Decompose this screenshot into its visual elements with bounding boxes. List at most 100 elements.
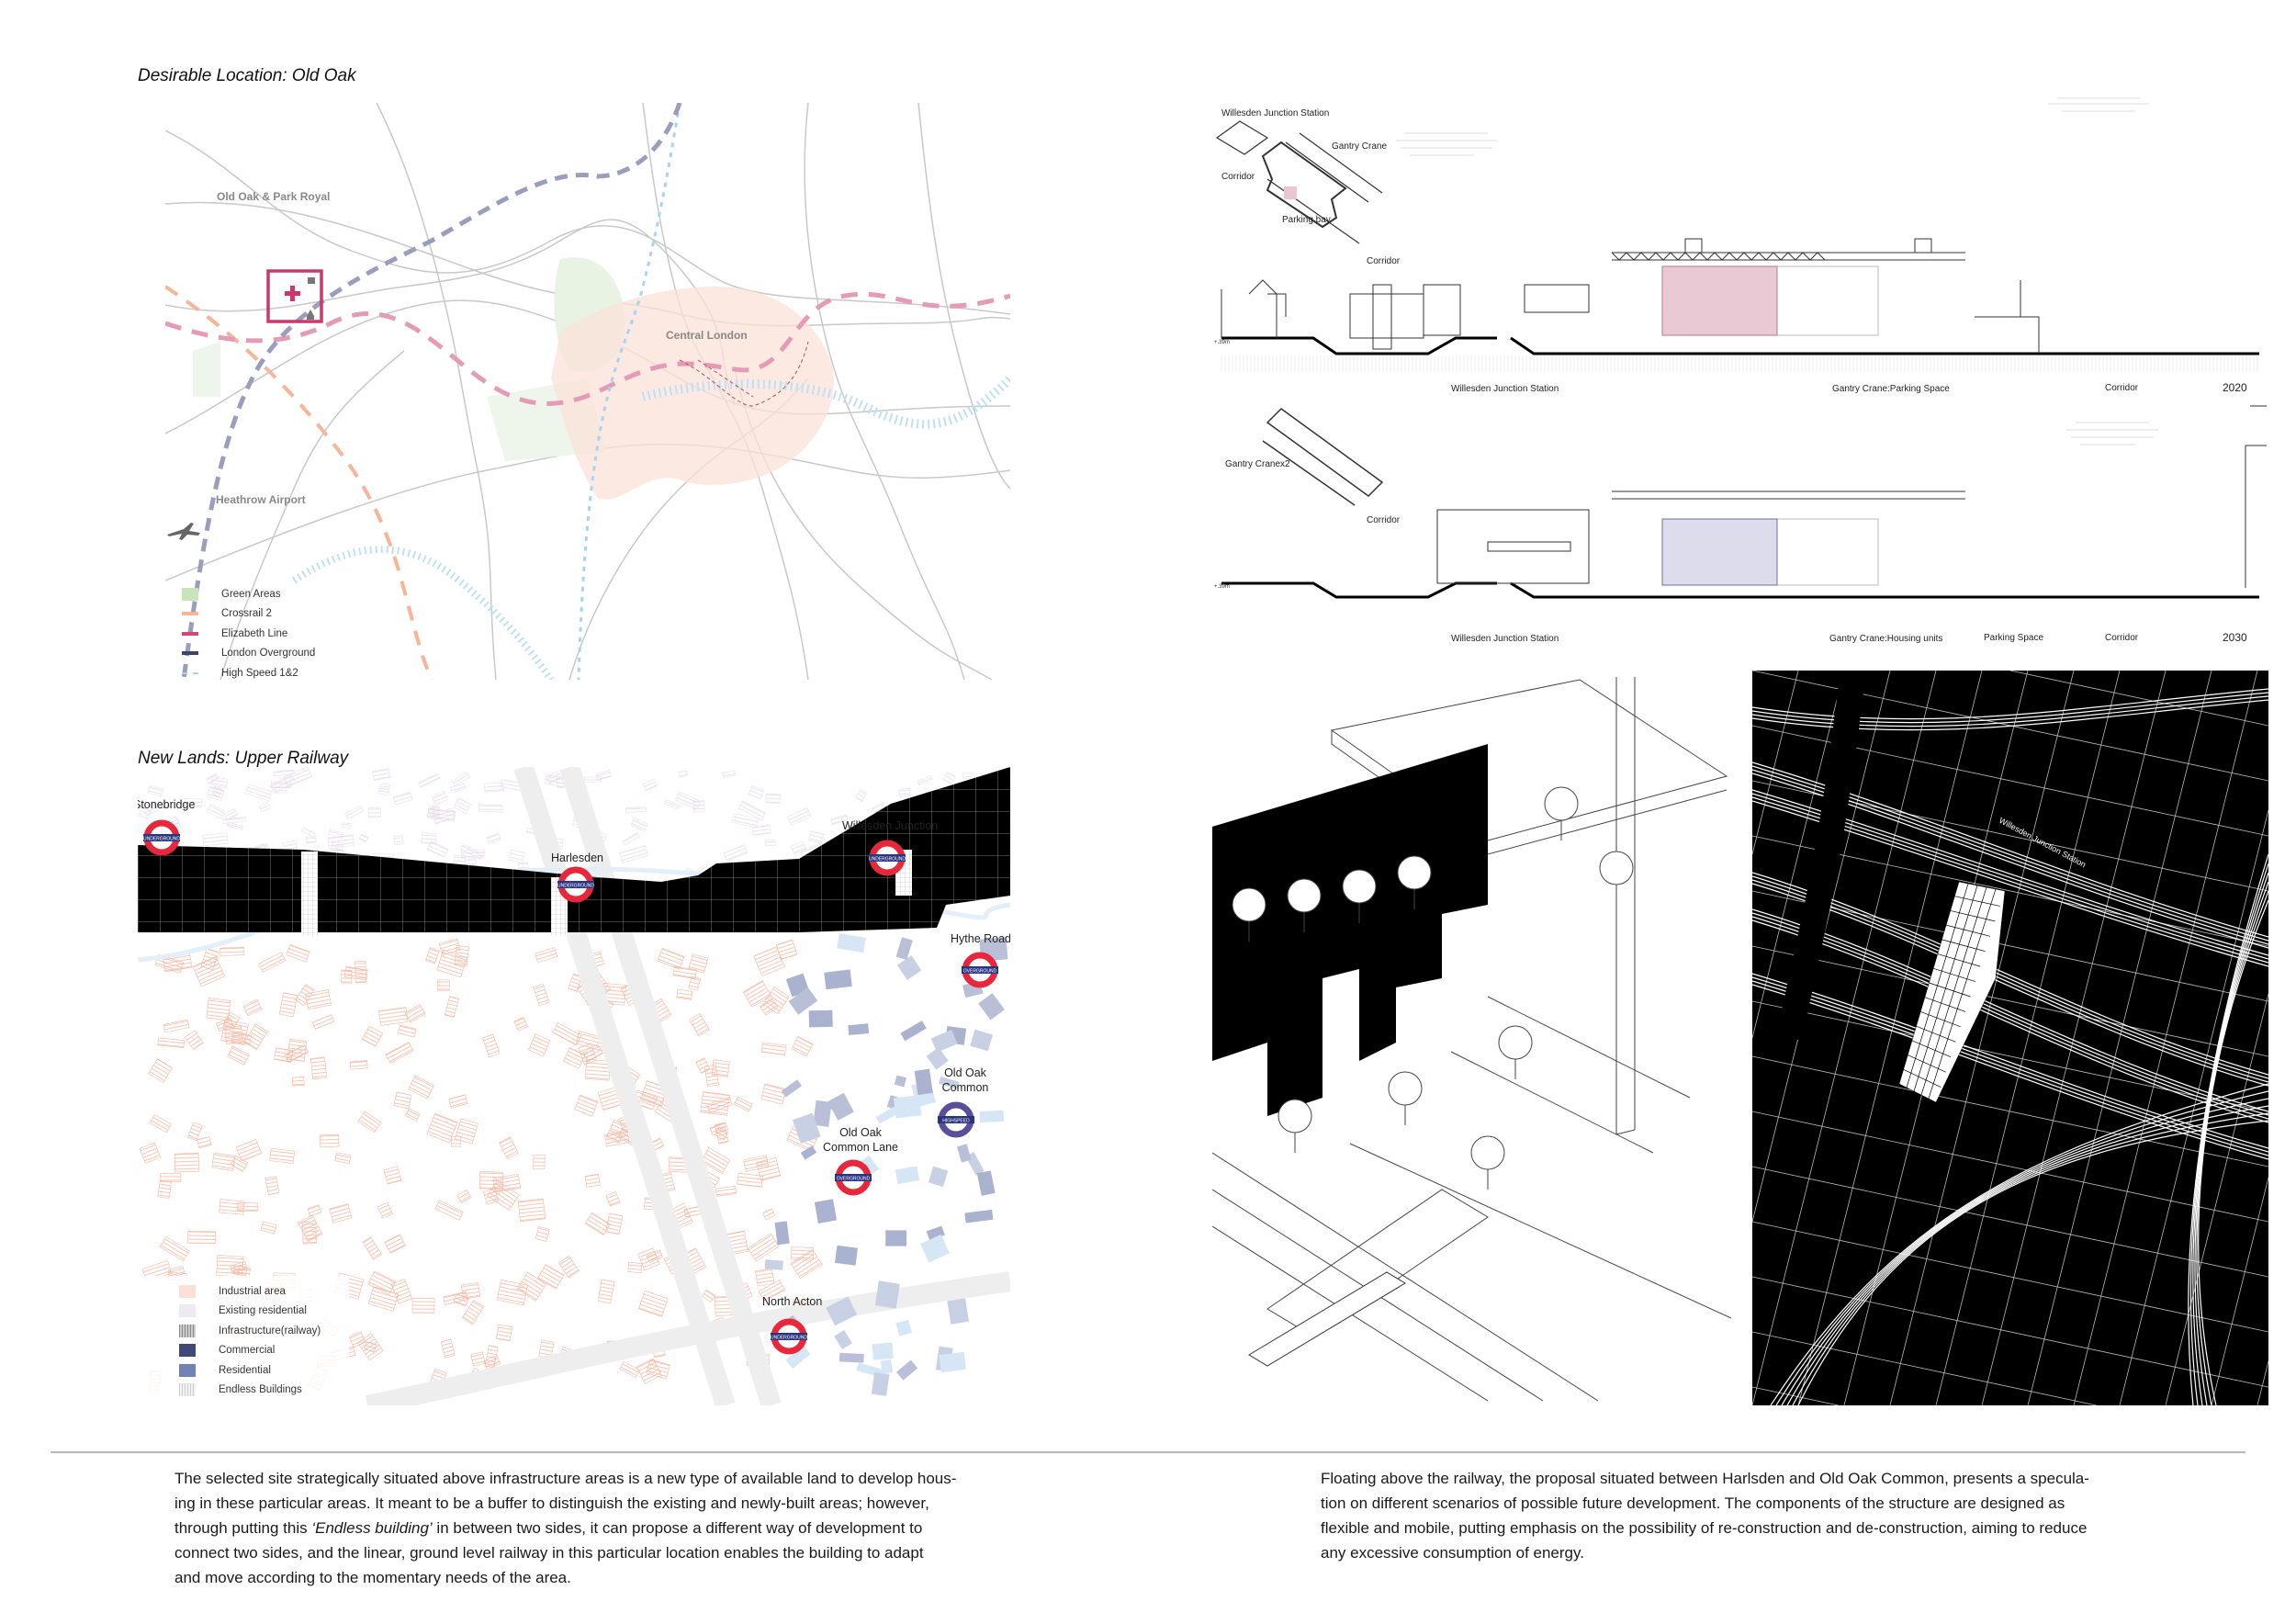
text-span: through putting this <box>174 1519 312 1537</box>
industrial-building <box>528 1033 551 1057</box>
residential-building <box>432 807 456 825</box>
industrial-building <box>499 1136 519 1159</box>
industrial-building <box>264 1176 280 1196</box>
residential-building <box>258 802 272 813</box>
residential-building <box>222 817 247 824</box>
industrial-building <box>362 1025 384 1047</box>
industrial-building <box>535 947 558 964</box>
industrial-building <box>496 1280 528 1306</box>
cloud-ornament <box>1396 97 2149 156</box>
residential-building <box>622 832 640 846</box>
label-gantry-crane: Gantry Crane <box>1332 141 1388 152</box>
residential-building <box>731 813 759 829</box>
tower-block <box>1898 881 2006 1103</box>
residential-building <box>830 814 849 826</box>
industrial-building <box>470 1351 486 1367</box>
industrial-building <box>405 1108 421 1122</box>
text-span: in between two sides, it can propose a d… <box>432 1519 923 1537</box>
description-line: tion on different scenarios of possible … <box>1321 1494 2065 1512</box>
residential-building <box>664 799 681 810</box>
housing-block-2030 <box>1661 518 1778 586</box>
industrial-building <box>701 1289 716 1303</box>
section-2030: +.39m Gantry Cranex2 Corridor Willesden … <box>1212 404 2268 661</box>
industrial-building <box>163 1019 190 1033</box>
residential-building <box>451 772 471 786</box>
station-label-stonebridge: Stonebridge <box>138 798 196 811</box>
new-development-building <box>930 1030 958 1053</box>
industrial-building <box>755 1268 775 1287</box>
industrial-building <box>139 1142 162 1164</box>
parking-block-2020 <box>1661 265 1778 336</box>
residential-building <box>426 840 449 858</box>
label-corridor: Corridor <box>1367 515 1401 525</box>
new-development-building <box>880 1359 894 1374</box>
label-willesden-junction-station: Willesden Junction Station <box>1451 634 1559 644</box>
residential-building <box>202 832 229 847</box>
industrial-building <box>584 1212 611 1235</box>
roundel-text: UNDERGROUND <box>869 857 906 863</box>
legend-existing-residential: Existing residential <box>179 1302 321 1322</box>
tree <box>1544 786 1579 821</box>
new-development-building <box>956 1144 972 1163</box>
residential-building <box>808 830 825 844</box>
industrial-building <box>243 1023 268 1050</box>
london-rail-map: Old Oak & Park Royal Central London Heat… <box>163 102 1014 683</box>
year-label: 2020 <box>2223 381 2247 394</box>
industrial-building <box>533 1155 546 1170</box>
industrial-building <box>364 1341 377 1353</box>
tree <box>1342 869 1377 904</box>
label-parking-bay: Parking bay <box>1282 215 1331 225</box>
industrial-building <box>537 1264 565 1290</box>
industrial-building <box>533 983 550 1007</box>
new-development-building <box>928 1166 949 1188</box>
tree <box>1498 1025 1533 1060</box>
roundel-text: UNDERGROUND <box>771 1336 807 1341</box>
industrial-building <box>444 996 459 1018</box>
industrial-building <box>385 1042 414 1064</box>
residential-building <box>642 778 658 792</box>
new-development-building <box>947 1298 969 1325</box>
new-development-building <box>814 1199 838 1224</box>
site-plan-drawing: Willesden Junction Station <box>1752 671 2268 1405</box>
old-oak-highlight-box <box>266 269 323 323</box>
station-roundel: UNDERGROUND <box>557 866 594 903</box>
residential-building <box>737 800 767 821</box>
residential-building <box>478 804 503 813</box>
new-development-building <box>872 1342 894 1360</box>
bottom-map-title: New Lands: Upper Railway <box>138 749 349 768</box>
residential-building <box>584 776 602 783</box>
industrial-building <box>329 1203 353 1224</box>
industrial-building <box>349 1060 368 1070</box>
new-development-building <box>970 1029 994 1052</box>
residential-building <box>273 769 295 777</box>
legend-residential: Residential <box>179 1360 321 1381</box>
label-corridor: Corridor <box>1221 172 1255 182</box>
year-label: 2030 <box>2223 631 2247 644</box>
industrial-building <box>791 1246 815 1261</box>
industrial-building <box>157 1037 186 1048</box>
cloud-ornament <box>2066 422 2158 445</box>
site-plan: Willesden Junction Station <box>1752 671 2268 1405</box>
description-line: Floating above the railway, the proposal… <box>1321 1470 2089 1487</box>
station-roundel: OVERGROUND <box>835 1159 872 1196</box>
level-marker: +.39m <box>1214 340 1230 345</box>
tree <box>1232 887 1266 922</box>
industrial-building <box>513 1017 528 1032</box>
industrial-building <box>404 1004 426 1023</box>
top-map-legend: Green Areas Crossrail 2 Elizabeth Line L… <box>182 584 315 683</box>
industrial-building <box>676 988 693 1000</box>
new-development-building <box>788 987 818 1015</box>
new-development-building <box>964 1209 994 1224</box>
new-development-building <box>871 1371 890 1396</box>
label-corridor: Corridor <box>2105 383 2139 393</box>
industrial-building <box>451 1135 462 1147</box>
industrial-building <box>426 1112 458 1144</box>
legend-high-speed: High Speed 1&2 <box>182 663 315 683</box>
new-development-building <box>894 1075 907 1088</box>
industrial-building <box>357 1111 382 1133</box>
residential-building <box>898 787 911 797</box>
residential-building <box>483 782 504 793</box>
residential-building <box>751 824 771 836</box>
new-development-building <box>926 1047 949 1070</box>
label-corridor: Corridor <box>1367 256 1401 266</box>
